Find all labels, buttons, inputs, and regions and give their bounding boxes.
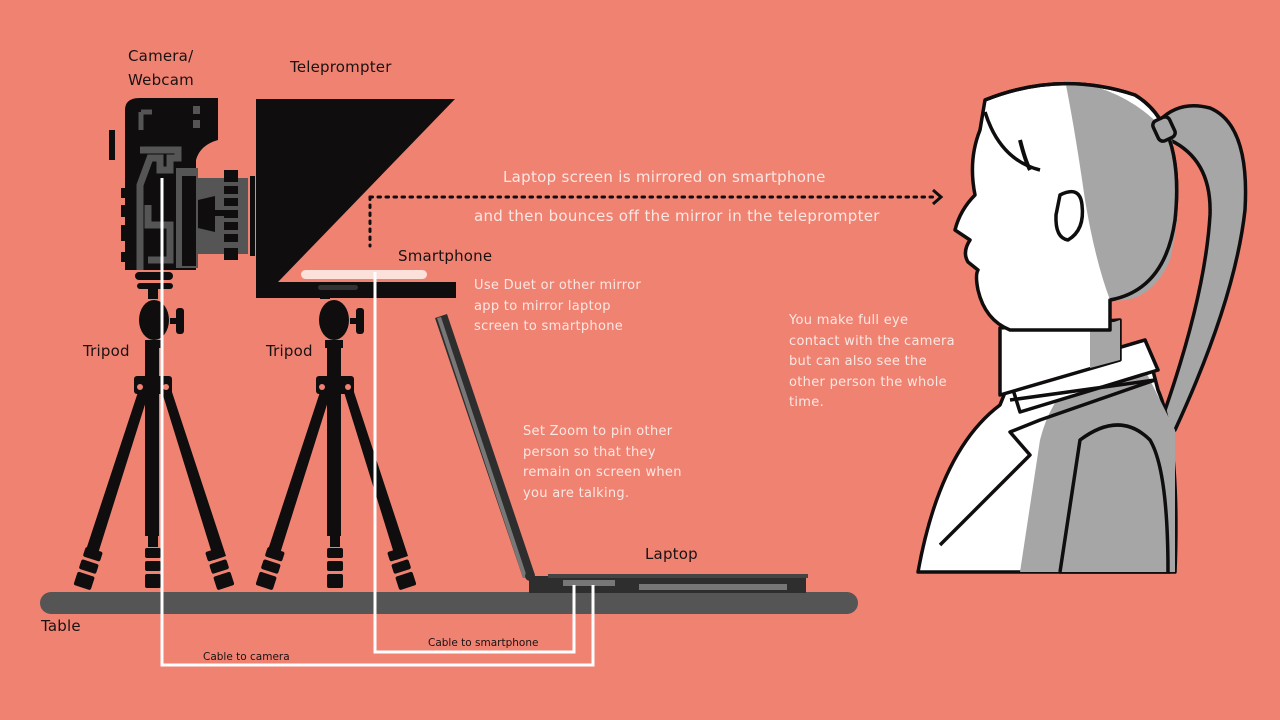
smartphone-icon — [301, 270, 427, 279]
zoom-note-line3: remain on screen when — [523, 465, 682, 480]
tripod-right-icon — [255, 289, 417, 590]
dotted-arrow-icon — [368, 188, 944, 248]
zoom-note-line4: you are talking. — [523, 485, 630, 501]
duet-note-line3: screen to smartphone — [474, 319, 624, 334]
camera-label-line2: Webcam — [128, 71, 194, 89]
tripod-right-label: Tripod — [266, 342, 313, 360]
teleprompter-icon — [256, 99, 456, 298]
eye-note-line5: time. — [789, 395, 825, 410]
cable-to-camera — [160, 178, 595, 667]
person-profile-icon — [916, 80, 1248, 574]
mirror-note-line2: and then bounces off the mirror in the t… — [474, 207, 880, 225]
laptop-label: Laptop — [645, 545, 698, 563]
camera-label: Camera/ Webcam — [128, 44, 194, 92]
camera-icon — [109, 98, 255, 280]
teleprompter-label: Teleprompter — [290, 58, 392, 76]
tripod-left-icon — [73, 283, 235, 590]
mirror-note-line1: Laptop screen is mirrored on smartphone — [503, 168, 826, 186]
zoom-note: Set Zoom to pin other person so that the… — [523, 422, 682, 504]
eye-note-line3: but can also see the — [789, 354, 927, 369]
cable-to-smartphone — [373, 272, 576, 654]
zoom-note-line2: person so that they — [523, 444, 656, 460]
cable-to-camera-label: Cable to camera — [203, 651, 290, 663]
duet-note-line2: app to mirror laptop — [474, 298, 611, 314]
duet-note-line1: Use Duet or other mirror — [474, 278, 642, 293]
camera-label-line1: Camera/ — [128, 47, 194, 65]
laptop-icon — [435, 314, 808, 593]
tripod-left-label: Tripod — [83, 342, 130, 360]
zoom-note-line1: Set Zoom to pin other — [523, 424, 673, 439]
cable-to-smartphone-label: Cable to smartphone — [428, 637, 539, 649]
eye-note-line1: You make full eye — [789, 313, 909, 328]
eye-contact-note: You make full eye contact with the camer… — [789, 311, 955, 414]
eye-note-line2: contact with the camera — [789, 333, 955, 349]
smartphone-label: Smartphone — [398, 247, 493, 265]
table-label: Table — [41, 617, 81, 635]
table-surface — [40, 592, 858, 614]
eye-note-line4: other person the whole — [789, 374, 947, 390]
duet-note: Use Duet or other mirror app to mirror l… — [474, 276, 641, 338]
